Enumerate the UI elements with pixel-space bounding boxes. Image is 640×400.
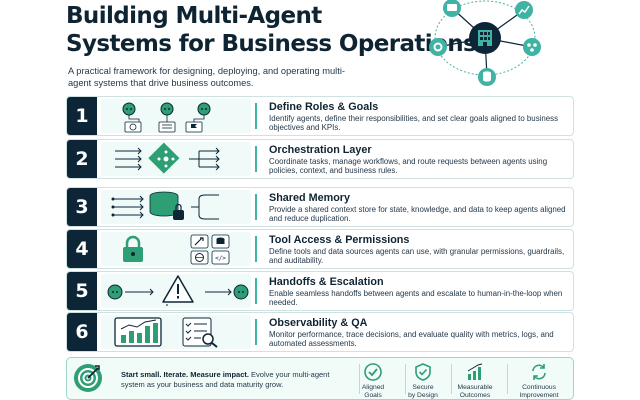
network-node-icon bbox=[523, 38, 541, 56]
bar-chart-icon bbox=[467, 363, 483, 380]
step-title: Handoffs & Escalation bbox=[269, 276, 384, 288]
step-2-card: 2 Orchestration Layer Coordinate tasks, … bbox=[66, 139, 574, 179]
divider bbox=[255, 319, 257, 345]
divider bbox=[255, 103, 257, 129]
chat-node-icon bbox=[443, 0, 461, 17]
gear-node-icon bbox=[429, 38, 447, 56]
chart-node-icon bbox=[515, 1, 533, 19]
step-title: Shared Memory bbox=[269, 192, 351, 204]
step-1-card: 1 Define Roles & Goals Identify agents, … bbox=[66, 96, 574, 136]
step-number: 6 bbox=[67, 313, 97, 351]
handoff-warning-icon bbox=[101, 274, 251, 308]
step-number: 5 bbox=[67, 272, 97, 310]
step-4-card: 4 </> Tool Access & Permissions Define t… bbox=[66, 229, 574, 269]
divider bbox=[255, 146, 257, 172]
title-line-1: Building Multi-Agent bbox=[66, 3, 322, 29]
page-title: Building Multi-Agent Systems for Busines… bbox=[66, 2, 477, 58]
svg-text:</>: </> bbox=[215, 255, 226, 262]
step-title: Observability & QA bbox=[269, 317, 368, 329]
step-title: Tool Access & Permissions bbox=[269, 234, 410, 246]
step-6-card: 6 Observability & QA Monitor performance… bbox=[66, 312, 574, 352]
footer-lead: Start small. Iterate. Measure impact. bbox=[121, 370, 249, 379]
lock-tools-icon: </> bbox=[101, 232, 251, 266]
step-number: 2 bbox=[67, 140, 97, 178]
footer-banner: Start small. Iterate. Measure impact. Ev… bbox=[66, 357, 574, 400]
step-description: Coordinate tasks, manage workflows, and … bbox=[269, 157, 548, 176]
divider bbox=[451, 364, 452, 394]
title-line-2: Systems for Business Operations bbox=[66, 31, 477, 57]
divider bbox=[359, 364, 360, 394]
agents-roles-icon bbox=[101, 99, 251, 133]
shield-check-icon bbox=[415, 363, 431, 381]
shared-database-icon bbox=[101, 190, 251, 224]
divider bbox=[255, 236, 257, 262]
database-node-icon bbox=[478, 68, 496, 86]
building-hub-icon bbox=[469, 22, 501, 54]
step-description: Monitor performance, trace decisions, an… bbox=[269, 330, 554, 349]
monitoring-dashboard-icon bbox=[101, 315, 251, 349]
step-description: Identify agents, define their responsibi… bbox=[269, 114, 559, 133]
divider bbox=[507, 364, 508, 394]
target-icon bbox=[73, 363, 103, 393]
divider bbox=[255, 194, 257, 220]
step-number: 1 bbox=[67, 97, 97, 135]
step-number: 3 bbox=[67, 188, 97, 226]
check-circle-icon bbox=[364, 363, 382, 381]
footer-text: Evolve your multi-agent system as your b… bbox=[121, 370, 330, 389]
step-description: Provide a shared context store for state… bbox=[269, 205, 566, 224]
footer-message: Start small. Iterate. Measure impact. Ev… bbox=[121, 370, 353, 389]
step-5-card: 5 Handoffs & Escalation Enable seamless … bbox=[66, 271, 574, 311]
step-number: 4 bbox=[67, 230, 97, 268]
divider bbox=[405, 364, 406, 394]
step-title: Define Roles & Goals bbox=[269, 101, 379, 113]
cycle-arrows-icon bbox=[532, 364, 546, 380]
page-subtitle: A practical framework for designing, dep… bbox=[68, 66, 345, 88]
step-description: Define tools and data sources agents can… bbox=[269, 247, 565, 266]
orchestration-hub-icon bbox=[101, 142, 251, 176]
step-title: Orchestration Layer bbox=[269, 144, 372, 156]
step-description: Enable seamless handoffs between agents … bbox=[269, 289, 563, 308]
step-3-card: 3 Shared Memory Provide a shared context… bbox=[66, 187, 574, 227]
agent-network-illustration bbox=[420, 0, 550, 94]
divider bbox=[255, 278, 257, 304]
